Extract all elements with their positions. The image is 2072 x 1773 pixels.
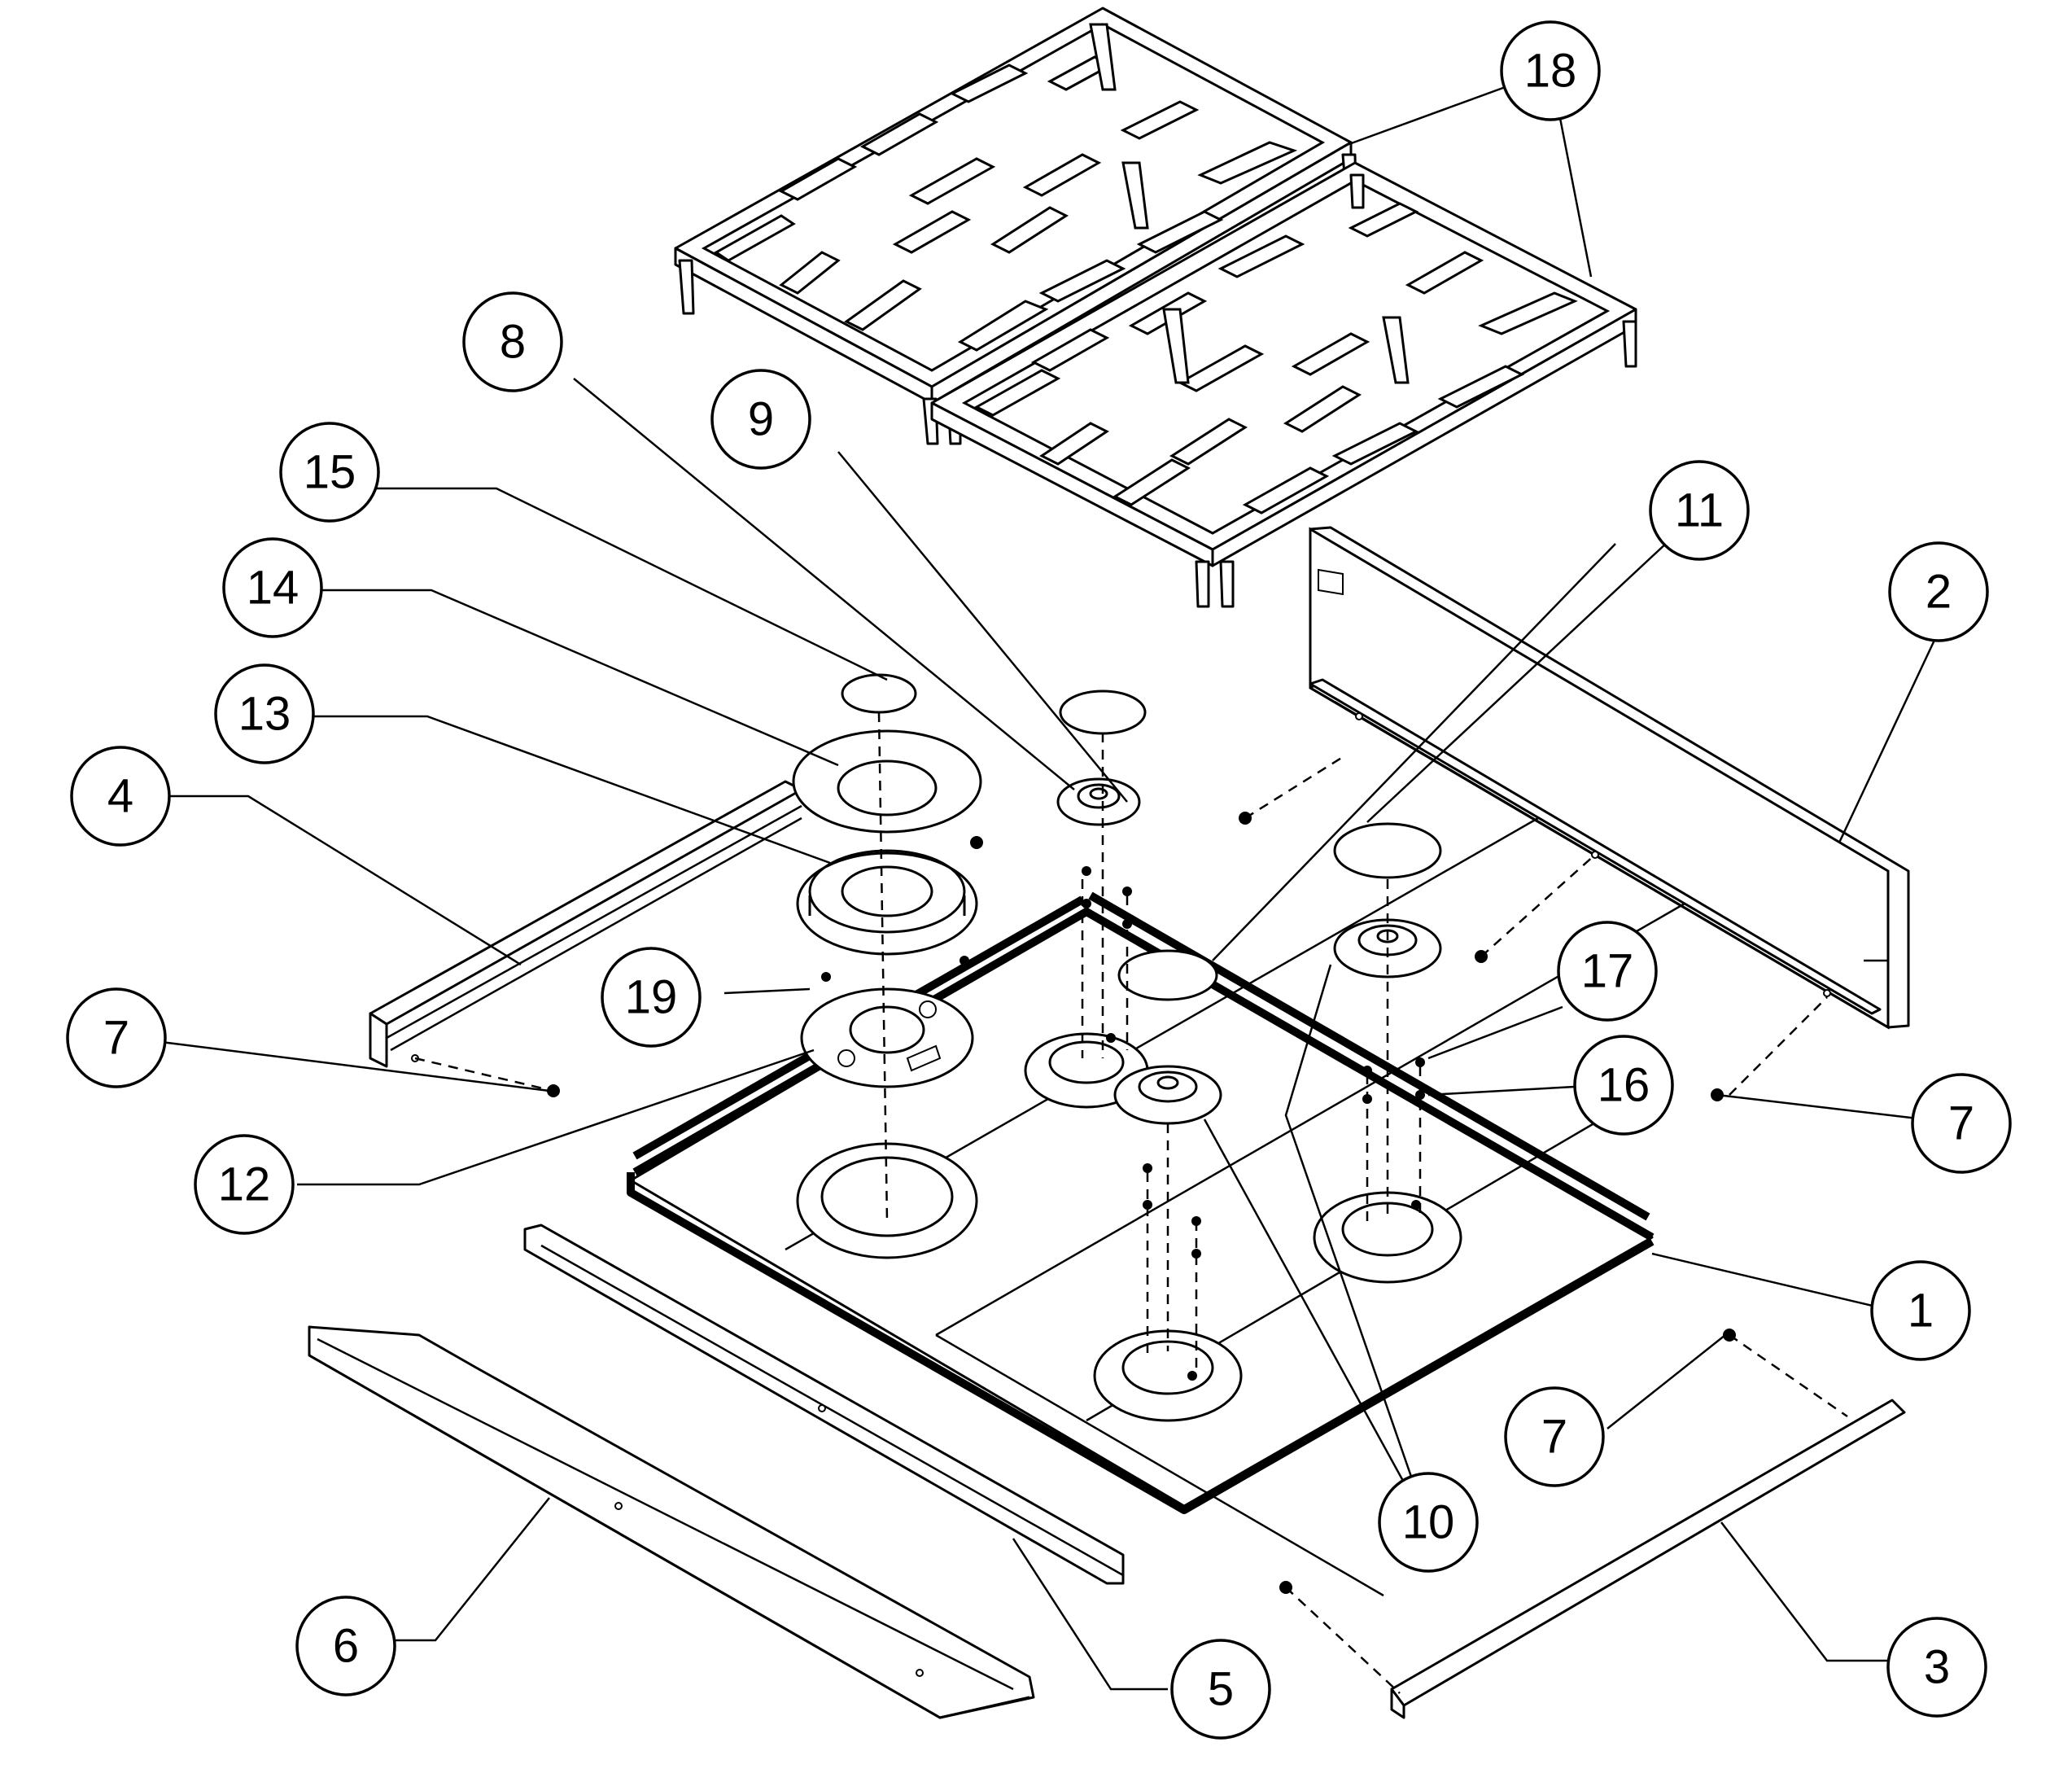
callout-8: 8: [462, 291, 563, 392]
callout-15-label: 15: [304, 446, 356, 499]
callout-7-left: 7: [66, 987, 167, 1088]
callout-7-left-label: 7: [103, 1012, 129, 1065]
callout-7-bottom-label: 7: [1541, 1411, 1567, 1464]
callout-9: 9: [710, 369, 811, 470]
grate-left-bars: [714, 23, 1298, 352]
callout-19: 19: [601, 947, 702, 1048]
callout-2: 2: [1888, 541, 1989, 642]
callout-7-right-label: 7: [1948, 1097, 1974, 1150]
callout-2-label: 2: [1926, 566, 1952, 619]
callout-11-label: 11: [1675, 484, 1724, 537]
callout-8-label: 8: [500, 316, 526, 369]
right-side-trim: [1390, 1399, 1906, 1719]
burner-cap-large: [841, 673, 917, 714]
grate-right-feet: [1195, 173, 1637, 608]
callout-6-label: 6: [333, 1620, 359, 1673]
assembly-guide-lines: [414, 711, 1848, 1694]
callout-19-label: 19: [625, 971, 678, 1024]
cooktop-main-pan: [627, 816, 1685, 1597]
burner-base-front-right: [1093, 1329, 1243, 1422]
callout-16-label: 16: [1598, 1059, 1650, 1112]
callout-14-label: 14: [247, 562, 299, 615]
callout-7-right: 7: [1911, 1073, 2012, 1174]
callout-1-label: 1: [1908, 1285, 1934, 1337]
callout-3: 3: [1886, 1617, 1987, 1718]
fasteners: [547, 812, 1736, 1594]
burner-cap-rear-right: [1333, 822, 1442, 879]
callout-17: 17: [1557, 921, 1658, 1022]
callout-4-label: 4: [107, 770, 133, 823]
callout-3-label: 3: [1924, 1641, 1950, 1694]
callout-5: 5: [1170, 1639, 1271, 1740]
burner-cap-front-right: [1117, 949, 1218, 1001]
callout-9-label: 9: [748, 393, 774, 446]
callout-12-label: 12: [218, 1158, 271, 1211]
grate-left: [674, 7, 1357, 445]
callout-16: 16: [1573, 1035, 1674, 1136]
grate-assembly: [674, 7, 1637, 608]
callout-13-label: 13: [238, 688, 291, 741]
callout-1: 1: [1870, 1260, 1971, 1361]
large-burner-head: [796, 849, 978, 956]
callout-18-label: 18: [1524, 45, 1577, 98]
callout-5-label: 5: [1208, 1663, 1234, 1716]
grate-right-bars: [973, 202, 1578, 514]
callout-15: 15: [279, 422, 380, 523]
callout-10-label: 10: [1402, 1496, 1455, 1549]
callout-4: 4: [70, 746, 171, 847]
callout-10: 10: [1378, 1472, 1479, 1573]
callouts: 18 8 9 15 14 13 4 11: [66, 20, 2012, 1740]
callout-14: 14: [222, 537, 323, 638]
callout-12: 12: [194, 1134, 295, 1235]
callout-18: 18: [1500, 20, 1601, 121]
callout-13: 13: [214, 663, 315, 764]
callout-6: 6: [295, 1596, 396, 1696]
grate-right: [930, 161, 1637, 608]
callout-7-bottom: 7: [1504, 1386, 1605, 1487]
large-burner-ring: [792, 729, 982, 834]
large-burner-base: [800, 987, 974, 1088]
front-trim: [523, 1224, 1125, 1585]
callout-leaders: [160, 84, 1939, 1691]
front-panel: [308, 1325, 1035, 1719]
burner-cap-rear-left: [1059, 690, 1147, 735]
callout-17-label: 17: [1581, 945, 1634, 998]
left-side-trim: [369, 780, 803, 1068]
backguard: [1309, 526, 1910, 1030]
burner-head-front-right: [1113, 1065, 1222, 1125]
callout-11: 11: [1649, 460, 1750, 561]
